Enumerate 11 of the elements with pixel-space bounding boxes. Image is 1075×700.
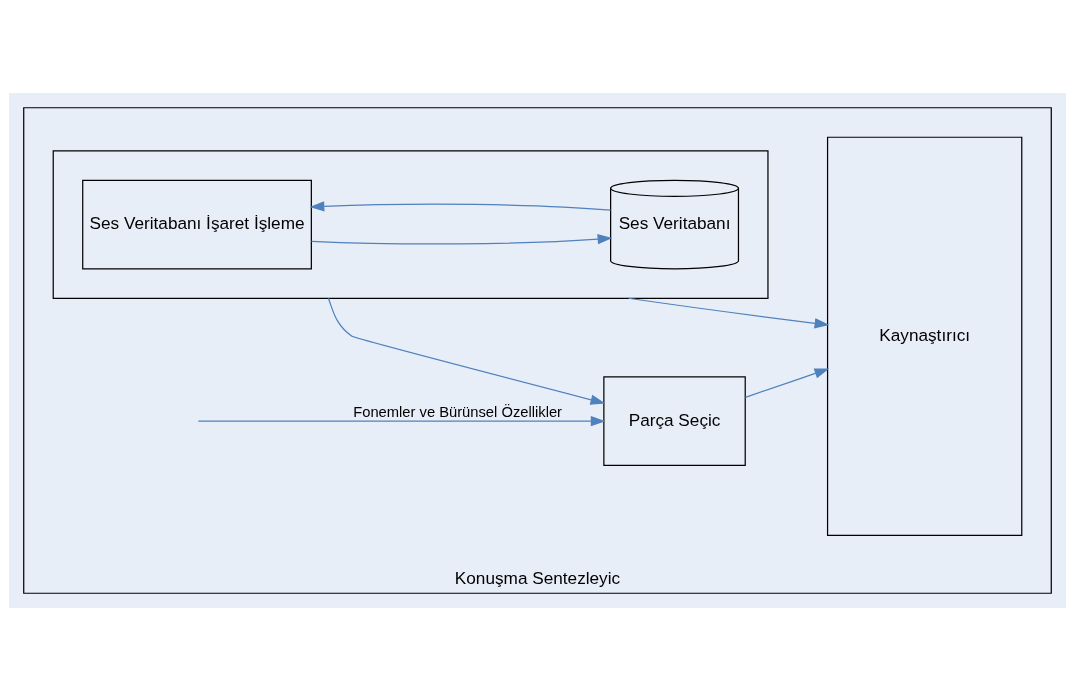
node-box: Kaynaştırıcı <box>826 136 1023 536</box>
edge-label: Fonemler ve Bürünsel Özellikler <box>353 403 563 420</box>
arrow <box>197 415 606 426</box>
arrow <box>744 368 830 398</box>
arrow <box>310 233 613 244</box>
arrow <box>627 297 830 328</box>
node-box: Parça Seçic <box>603 375 746 466</box>
arrow <box>327 297 606 405</box>
cluster <box>52 149 769 299</box>
arrow <box>309 200 612 212</box>
node-box: Ses Veritabanı İşaret İşleme <box>82 179 312 269</box>
